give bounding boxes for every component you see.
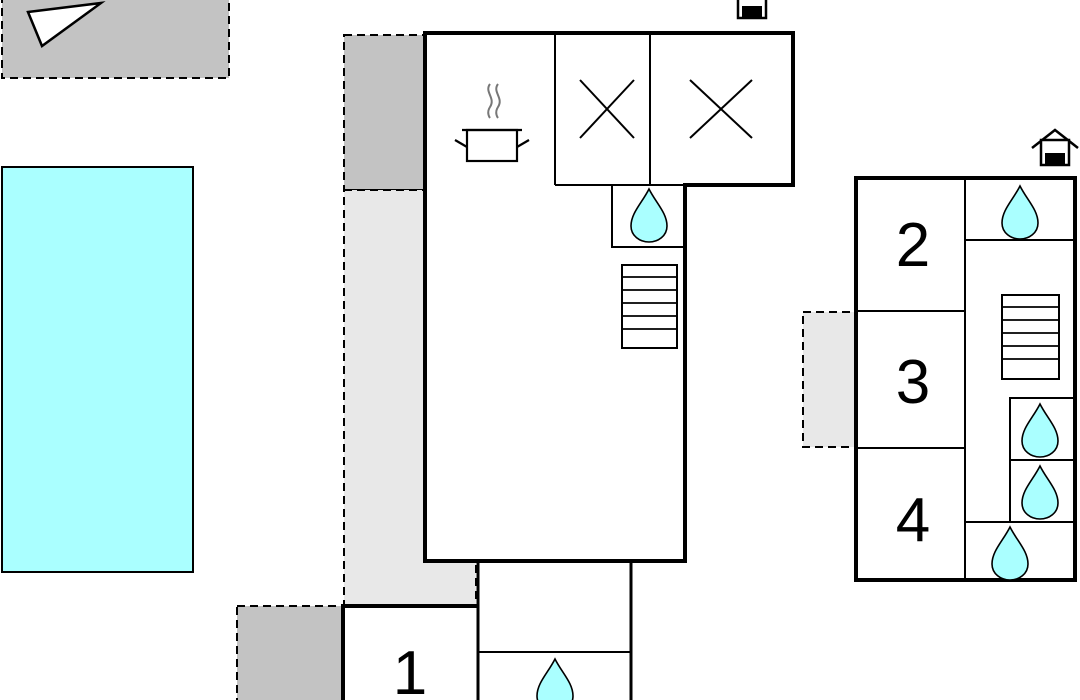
compass-arrow-icon [26,1,106,48]
room-number-2: 2 [896,211,930,280]
main-building [423,31,795,563]
annex-terrace [802,311,857,448]
swimming-pool [1,166,194,573]
room-number-3: 3 [896,348,930,417]
cooking-pot-icon [454,83,530,163]
water-drop-icon [536,658,574,700]
house-entrance-icon [1031,128,1079,167]
bed-x-icon [579,79,635,139]
bed-x-icon [689,79,753,139]
entrance-corridor [476,561,633,700]
staircase-icon [1001,294,1060,380]
room-number-1: 1 [393,639,427,700]
house-entrance-icon [736,0,768,20]
room-1-block [341,604,478,700]
staircase-icon [621,264,678,349]
covered-terrace [343,34,425,191]
lower-terrace [236,605,344,700]
room-number-4: 4 [896,486,930,555]
